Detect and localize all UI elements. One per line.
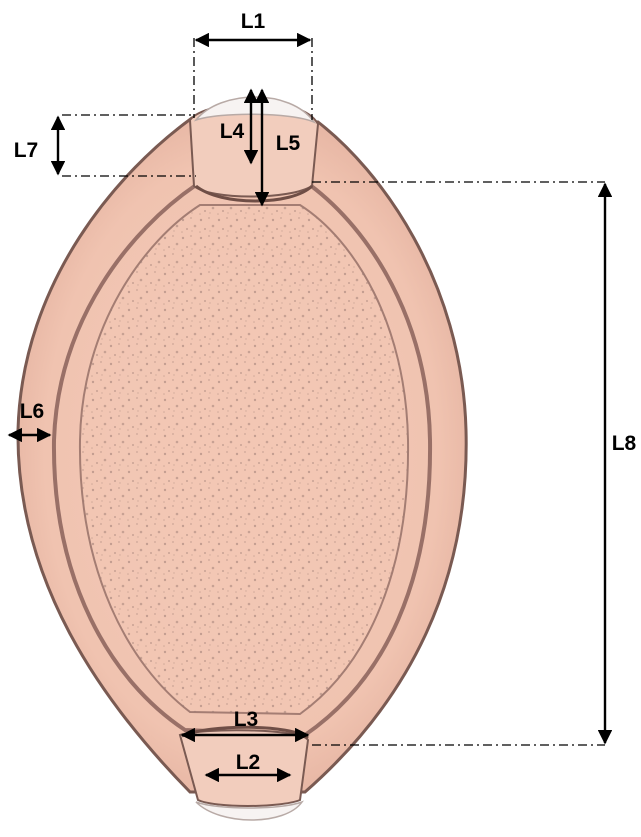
label-l7: L7	[14, 139, 39, 162]
egg-granular-texture	[80, 205, 408, 714]
label-l4: L4	[220, 120, 245, 143]
egg-body	[18, 118, 466, 792]
label-l6: L6	[20, 400, 45, 423]
label-l1: L1	[241, 10, 266, 33]
label-l5: L5	[276, 132, 301, 155]
label-l8: L8	[612, 432, 637, 455]
label-l3: L3	[234, 708, 259, 731]
label-l2: L2	[236, 751, 261, 774]
